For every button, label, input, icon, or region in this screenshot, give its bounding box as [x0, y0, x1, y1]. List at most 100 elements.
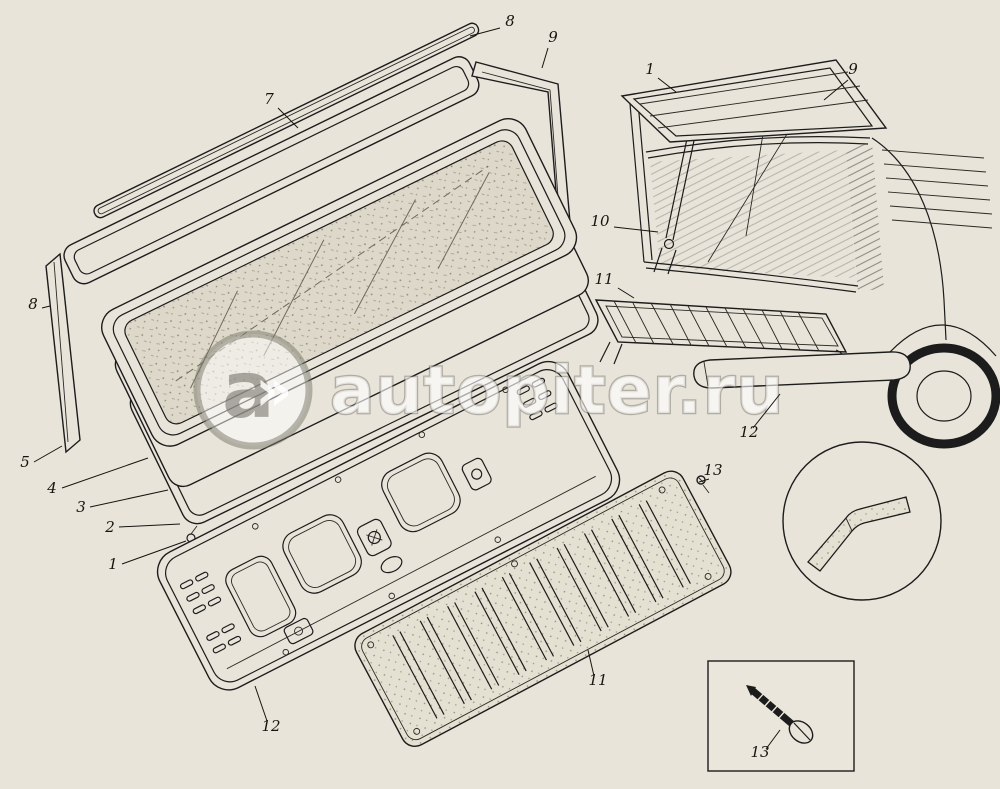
strut-bracket	[653, 247, 677, 275]
panel-opening-left-inner	[231, 561, 291, 632]
watermark-text: autopiter.ru	[330, 352, 784, 429]
callout-5: 5	[20, 453, 30, 471]
leader-1-left	[121, 540, 187, 565]
watermark-logo-circle	[193, 330, 313, 450]
inner-panel	[156, 360, 621, 691]
screw-threads	[756, 691, 787, 720]
platform-support	[599, 341, 623, 365]
rear-wheel-rim	[916, 370, 972, 422]
panel-opening-right-inner	[386, 458, 455, 527]
latch-center	[356, 518, 392, 557]
frame7-inner	[73, 65, 470, 275]
callout-8-top: 8	[505, 12, 515, 30]
rear-wheel-tire	[887, 343, 1000, 449]
trim-board-screws	[367, 486, 712, 735]
callout-4: 4	[46, 479, 57, 497]
leader-9-lid	[823, 79, 849, 101]
leader-8-top	[469, 27, 501, 37]
screw-shank	[749, 687, 795, 727]
strut-pivot	[663, 238, 675, 250]
leader-11-trim	[587, 649, 595, 677]
seal-detail-circle	[782, 441, 942, 601]
glass-reflection-lines	[190, 172, 490, 389]
callout-labels: 8 9 7 1 9 10 11 8 5 4 3 2 1 12 13 11 12 …	[20, 12, 858, 761]
callout-9-top: 9	[548, 28, 558, 46]
screw-detail-box	[707, 660, 855, 772]
seal-profile-fold	[845, 517, 853, 532]
callout-12-panel: 12	[261, 717, 280, 735]
body-side-edge	[871, 137, 947, 341]
watermark: a » autopiter.ru	[193, 330, 785, 450]
leader-3	[89, 489, 169, 508]
trim-board-outline	[354, 470, 732, 748]
callout-12-bumper: 12	[739, 423, 758, 441]
leader-8-left	[41, 305, 51, 309]
callout-2: 2	[104, 518, 115, 536]
watermark-logo-arrows: »	[255, 356, 292, 424]
leader-13-upper	[698, 478, 710, 483]
callout-leaders	[33, 27, 849, 750]
tailgate-lid-ribs	[639, 71, 869, 129]
outer-frame-7	[63, 56, 480, 285]
car-rear-view	[594, 59, 1000, 449]
leader-1-lid	[657, 77, 677, 93]
callout-7: 7	[264, 90, 274, 108]
opening-left-pillar	[629, 101, 653, 263]
latch-right	[461, 457, 492, 491]
body-side-louvers	[881, 149, 993, 229]
leader-7	[277, 107, 299, 129]
opening-sill	[643, 261, 859, 293]
platform-slats	[613, 300, 820, 352]
seal-strip-left-inner	[53, 261, 69, 443]
leader-12-bumper	[752, 393, 781, 429]
trim-board-inner-edge	[361, 477, 725, 741]
watermark-logo-letter: a	[222, 346, 275, 436]
glass-reflection-dashed	[175, 165, 489, 382]
inner-panel-inner-edge	[165, 369, 613, 683]
seal-strip-top	[93, 22, 480, 219]
panel-oval-hole	[380, 556, 403, 574]
leader-10	[613, 226, 659, 233]
callout-10: 10	[590, 212, 610, 230]
seal-strip-left	[45, 252, 81, 454]
wheel-arch	[889, 324, 997, 357]
callout-11-trim: 11	[588, 671, 607, 689]
leader-2	[118, 523, 181, 528]
screw-head	[788, 720, 814, 744]
callout-9-lid: 9	[848, 60, 858, 78]
callout-1-lid: 1	[645, 60, 655, 78]
callout-13-box: 13	[750, 743, 769, 761]
panel-opening-mid-inner	[288, 520, 357, 588]
screw-head-slot	[793, 722, 811, 741]
panel-opening-left	[225, 555, 297, 638]
lid-stay-rod	[707, 125, 793, 263]
callout-8-left: 8	[28, 295, 38, 313]
seal-strip-top-inner	[97, 26, 475, 215]
platform	[594, 299, 848, 353]
interior-shading-right	[846, 142, 884, 292]
leader-4	[61, 457, 149, 489]
vent-slots-left	[179, 571, 242, 654]
bumper-end-cap	[703, 361, 709, 387]
callout-13-upper: 13	[703, 461, 722, 479]
inner-panel-outline	[156, 360, 621, 691]
panel-opening-mid	[282, 514, 362, 594]
seal-profile	[807, 496, 911, 572]
interior-shading	[650, 150, 856, 278]
trim-board	[354, 470, 732, 748]
leader-13-box	[765, 729, 781, 750]
hinge-strut	[665, 133, 696, 241]
leader-11-platform	[617, 287, 635, 299]
platform-inner-edge	[605, 305, 839, 347]
seal-strip-top-outline	[93, 22, 480, 219]
screw-upper-shank	[697, 476, 710, 494]
frame-clip-stem	[190, 525, 198, 535]
trim-board-ribs	[392, 500, 691, 719]
tailgate-lid-inner	[632, 67, 874, 137]
callout-11-platform: 11	[594, 270, 613, 288]
hinge-arm-far	[745, 127, 765, 237]
screw-tip	[746, 685, 756, 696]
leader-9-top	[541, 47, 549, 69]
panel-crease	[226, 475, 596, 670]
